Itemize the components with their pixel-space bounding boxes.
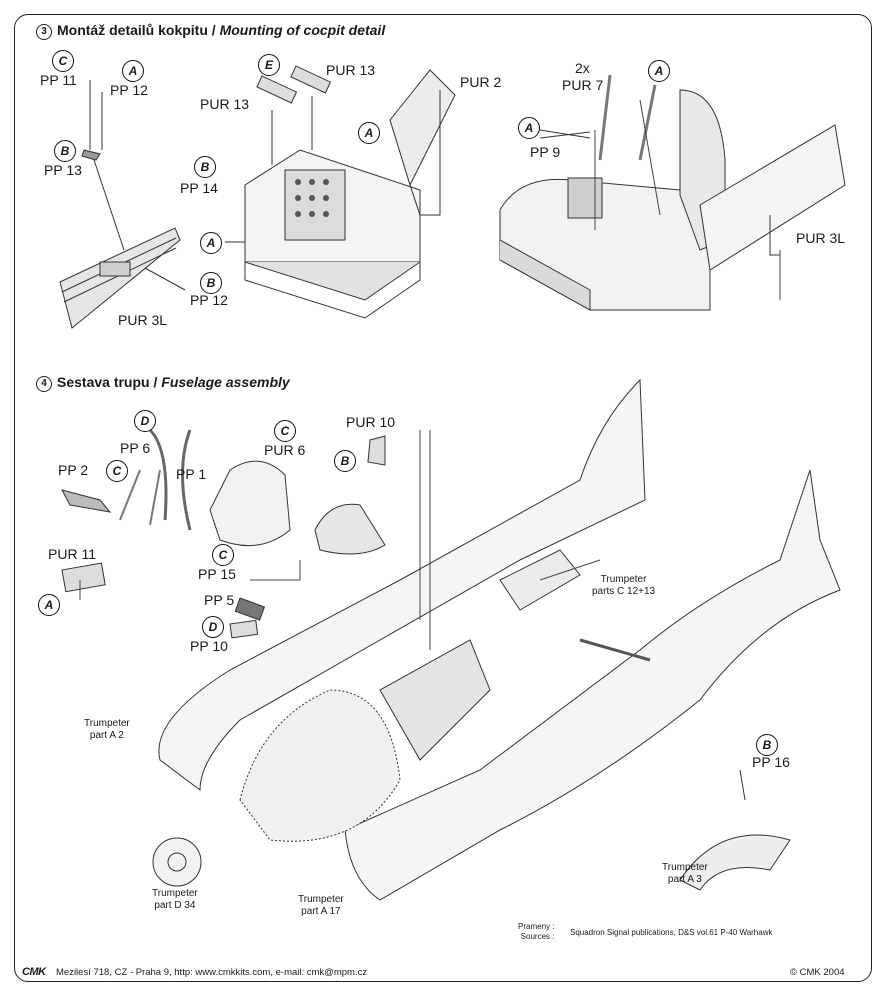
label-pp6: PP 6 bbox=[120, 440, 151, 456]
part-sheet-badge-d2: D bbox=[202, 616, 224, 638]
part-sheet-badge-a2: A bbox=[200, 232, 222, 254]
label-pur6: PUR 6 bbox=[264, 442, 306, 458]
label-pp5: PP 5 bbox=[204, 592, 235, 608]
label-pp1: PP 1 bbox=[176, 466, 207, 482]
sources-text: Squadron Signal publications, D&S vol.61… bbox=[570, 928, 773, 937]
trumpeter-c12-13-line2: parts C 12+13 bbox=[592, 586, 656, 597]
section-4-number: 4 bbox=[36, 376, 52, 392]
seat-and-belts-drawing bbox=[61, 428, 386, 639]
trumpeter-a2-line1: Trumpeter bbox=[84, 718, 130, 729]
part-sheet-badge-b1: B bbox=[54, 140, 76, 162]
label-pp9: PP 9 bbox=[530, 144, 561, 160]
label-qty-2x: 2x bbox=[575, 60, 590, 76]
footer-copyright: © CMK 2004 bbox=[790, 967, 845, 978]
part-sheet-badge-d1: D bbox=[134, 410, 156, 432]
label-pp11: PP 11 bbox=[40, 72, 77, 88]
label-pp10: PP 10 bbox=[190, 638, 228, 654]
label-pur7: PUR 7 bbox=[562, 77, 604, 93]
part-sheet-badge-a3: A bbox=[358, 122, 380, 144]
label-pur13-b: PUR 13 bbox=[200, 96, 250, 112]
section-4-title-en: Fuselage assembly bbox=[161, 374, 290, 390]
trumpeter-c12-13-label: Trumpeter parts C 12+13 bbox=[592, 574, 655, 598]
section-3-title-en: Mounting of cocpit detail bbox=[219, 22, 386, 38]
trumpeter-a3-line1: Trumpeter bbox=[662, 862, 708, 873]
section-4-heading: 4 Sestava trupu / Fuselage assembly bbox=[36, 374, 290, 392]
trumpeter-a2-line2: part A 2 bbox=[89, 730, 124, 741]
part-sheet-badge-c3: C bbox=[212, 544, 234, 566]
fuselage-drawing bbox=[152, 378, 841, 901]
section-4-title-cz: Sestava trupu bbox=[57, 374, 150, 390]
cockpit-tub-drawing bbox=[499, 74, 846, 311]
trumpeter-a3-line2: part A 3 bbox=[667, 874, 702, 885]
part-sheet-badge-c1: C bbox=[106, 460, 128, 482]
label-pur13-a: PUR 13 bbox=[326, 62, 376, 78]
part-sheet-badge-c2: C bbox=[274, 420, 296, 442]
label-pp14: PP 14 bbox=[180, 180, 218, 196]
trumpeter-a17-line2: part A 17 bbox=[301, 906, 341, 917]
sources-label-cz: Prameny : bbox=[518, 922, 555, 931]
label-pur11: PUR 11 bbox=[48, 546, 96, 562]
part-sheet-badge-a5: A bbox=[518, 117, 540, 139]
trumpeter-a17-line1: Trumpeter bbox=[298, 894, 344, 905]
trumpeter-a2-label: Trumpeter part A 2 bbox=[84, 718, 130, 742]
part-sheet-badge-c: C bbox=[52, 50, 74, 72]
sources-label: Prameny : Sources : bbox=[518, 922, 554, 942]
section-3-title-separator: / bbox=[207, 22, 220, 38]
trumpeter-d34-label: Trumpeter part D 34 bbox=[152, 888, 198, 912]
part-sheet-badge-a1: A bbox=[122, 60, 144, 82]
label-pur2: PUR 2 bbox=[460, 74, 502, 90]
side-panel-left-drawing bbox=[59, 80, 186, 329]
label-pp15: PP 15 bbox=[198, 566, 236, 582]
label-pp12-top: PP 12 bbox=[110, 82, 148, 98]
cmk-logo: CMK bbox=[22, 966, 46, 978]
section-3-heading: 3 Montáž detailů kokpitu / Mounting of co… bbox=[36, 22, 385, 40]
leader-lines bbox=[79, 99, 781, 650]
cockpit-floor-drawing bbox=[225, 65, 456, 319]
label-pp12-bottom: PP 12 bbox=[190, 292, 228, 308]
part-sheet-badge-b1-s4: B bbox=[334, 450, 356, 472]
trumpeter-d34-line1: Trumpeter bbox=[152, 888, 198, 899]
label-pur3l-right: PUR 3L bbox=[796, 230, 846, 246]
label-pur10: PUR 10 bbox=[346, 414, 396, 430]
sources-label-en: Sources : bbox=[520, 932, 555, 941]
trumpeter-a17-label: Trumpeter part A 17 bbox=[298, 894, 344, 918]
label-pp16: PP 16 bbox=[752, 754, 790, 770]
part-sheet-badge-a4: A bbox=[648, 60, 670, 82]
part-sheet-badge-b3: B bbox=[194, 156, 216, 178]
instruction-sheet-frame bbox=[14, 14, 872, 982]
part-sheet-badge-b2-s4: B bbox=[756, 734, 778, 756]
part-sheet-badge-a1-s4: A bbox=[38, 594, 60, 616]
label-pp2: PP 2 bbox=[58, 462, 89, 478]
part-sheet-badge-b2: B bbox=[200, 272, 222, 294]
section-3-title-cz: Montáž detailů kokpitu bbox=[57, 22, 208, 38]
footer-address: Mezilesí 718, CZ - Praha 9, http: www.cm… bbox=[56, 967, 368, 978]
trumpeter-c12-13-line1: Trumpeter bbox=[600, 574, 647, 585]
label-pur3l-left: PUR 3L bbox=[118, 312, 168, 328]
section-4-title-separator: / bbox=[149, 374, 162, 390]
label-pp13: PP 13 bbox=[44, 162, 82, 178]
part-sheet-badge-e: E bbox=[258, 54, 280, 76]
section-3-number: 3 bbox=[36, 24, 52, 40]
trumpeter-a3-label: Trumpeter part A 3 bbox=[662, 862, 708, 886]
trumpeter-d34-line2: part D 34 bbox=[154, 900, 196, 911]
